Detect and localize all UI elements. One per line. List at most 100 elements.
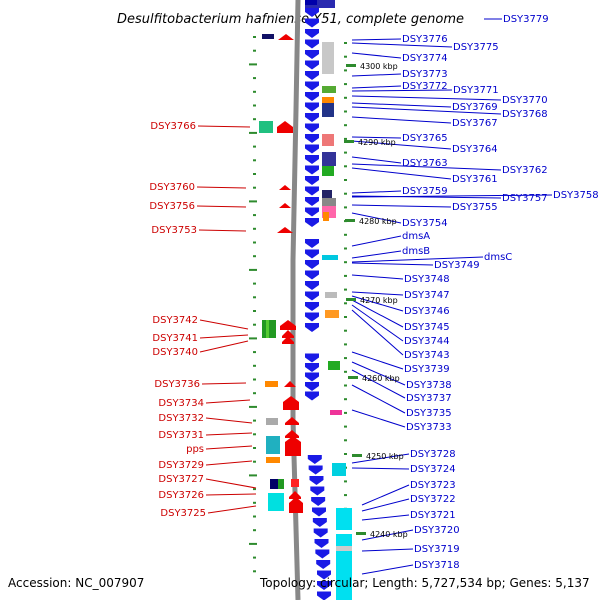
minus-gene-arrow[interactable] — [282, 330, 294, 338]
minus-gene-arrow[interactable] — [283, 396, 299, 410]
gene-label-dsy3767[interactable]: DSY3767 — [452, 118, 498, 129]
minus-gene-domain[interactable] — [259, 121, 273, 133]
gene-label-dsy3734[interactable]: DSY3734 — [158, 398, 204, 409]
plus-gene-arrow[interactable] — [305, 123, 319, 133]
plus-gene-arrow[interactable] — [307, 455, 322, 464]
gene-label-dsy3729[interactable]: DSY3729 — [158, 460, 204, 471]
plus-gene-arrow[interactable] — [305, 60, 319, 70]
plus-gene-arrow[interactable] — [305, 50, 319, 59]
gene-label-dsy3775[interactable]: DSY3775 — [453, 42, 499, 53]
minus-gene-arrow[interactable] — [277, 227, 293, 233]
minus-gene-domain[interactable] — [268, 493, 284, 511]
gene-label-dsy3772[interactable]: DSY3772 — [402, 81, 448, 92]
plus-gene-domain[interactable] — [330, 410, 342, 415]
plus-gene-domain[interactable] — [322, 255, 338, 260]
gene-label-dsy3742[interactable]: DSY3742 — [152, 315, 198, 326]
gene-label-dsy3768[interactable]: DSY3768 — [502, 109, 548, 120]
gene-label-dsy3776[interactable]: DSY3776 — [402, 34, 448, 45]
plus-gene-domain[interactable] — [332, 463, 346, 476]
minus-gene-domain[interactable] — [291, 479, 299, 487]
minus-gene-domain[interactable] — [270, 479, 278, 489]
plus-gene-arrow[interactable] — [305, 39, 319, 49]
plus-gene-arrow[interactable] — [305, 382, 319, 391]
plus-gene-domain[interactable] — [322, 190, 332, 198]
plus-gene-domain[interactable] — [336, 546, 352, 551]
gene-label-dsy3743[interactable]: DSY3743 — [404, 350, 450, 361]
gene-label-dsy3756[interactable]: DSY3756 — [149, 201, 195, 212]
gene-label-dsy3719[interactable]: DSY3719 — [414, 544, 460, 555]
gene-label-dsy3749[interactable]: DSY3749 — [434, 260, 480, 271]
gene-label-dsy3770[interactable]: DSY3770 — [502, 95, 548, 106]
gene-label-dsy3764[interactable]: DSY3764 — [452, 144, 498, 155]
gene-label-title[interactable]: DSY3779 — [503, 14, 549, 25]
gene-label-dsy3741[interactable]: DSY3741 — [152, 333, 198, 344]
gene-label-dsy3735[interactable]: DSY3735 — [406, 408, 452, 419]
plus-gene-domain[interactable] — [322, 198, 336, 206]
minus-gene-arrow[interactable] — [279, 185, 291, 190]
plus-gene-arrow[interactable] — [305, 291, 319, 301]
gene-label-dsy3771[interactable]: DSY3771 — [453, 85, 499, 96]
plus-gene-arrow[interactable] — [317, 591, 331, 600]
gene-label-dsy3738[interactable]: DSY3738 — [406, 380, 452, 391]
minus-gene-arrow[interactable] — [285, 436, 301, 456]
plus-gene-arrow[interactable] — [312, 507, 326, 517]
minus-gene-domain[interactable] — [278, 479, 284, 489]
gene-label-dsy3725[interactable]: DSY3725 — [160, 508, 206, 519]
plus-gene-arrow[interactable] — [305, 71, 319, 80]
minus-gene-domain[interactable] — [266, 457, 280, 463]
plus-gene-arrow[interactable] — [305, 260, 319, 269]
plus-gene-domain[interactable] — [322, 42, 334, 74]
plus-gene-arrow[interactable] — [313, 528, 328, 538]
gene-label-dsy3732[interactable]: DSY3732 — [158, 413, 204, 424]
gene-label-dsy3731[interactable]: DSY3731 — [158, 430, 204, 441]
gene-label-dsy3720[interactable]: DSY3720 — [414, 525, 460, 536]
plus-gene-domain[interactable] — [322, 86, 336, 93]
gene-label-dsy3760[interactable]: DSY3760 — [149, 182, 195, 193]
plus-gene-domain[interactable] — [336, 530, 352, 534]
minus-gene-arrow[interactable] — [278, 34, 294, 40]
plus-gene-arrow[interactable] — [305, 165, 319, 175]
plus-gene-arrow[interactable] — [316, 560, 331, 569]
plus-gene-arrow[interactable] — [305, 239, 319, 248]
plus-gene-arrow[interactable] — [305, 92, 319, 101]
gene-label-dsy3748[interactable]: DSY3748 — [404, 274, 450, 285]
plus-gene-arrow[interactable] — [305, 144, 319, 154]
minus-gene-arrow[interactable] — [289, 491, 301, 499]
gene-label-dsy3757[interactable]: DSY3757 — [502, 193, 548, 204]
minus-gene-domain[interactable] — [266, 418, 278, 425]
gene-label-dmsb[interactable]: dmsB — [402, 246, 430, 257]
plus-gene-arrow[interactable] — [305, 312, 319, 322]
gene-label-dsy3747[interactable]: DSY3747 — [404, 290, 450, 301]
plus-gene-domain[interactable] — [305, 0, 335, 8]
gene-label-dsy3724[interactable]: DSY3724 — [410, 464, 456, 475]
gene-label-dsy3774[interactable]: DSY3774 — [402, 53, 448, 64]
gene-label-dsy3765[interactable]: DSY3765 — [402, 133, 448, 144]
plus-gene-domain[interactable] — [322, 97, 334, 103]
plus-gene-arrow[interactable] — [305, 302, 319, 311]
minus-gene-arrow[interactable] — [289, 497, 303, 513]
minus-gene-domain[interactable] — [265, 381, 278, 387]
gene-label-dsy3733[interactable]: DSY3733 — [406, 422, 452, 433]
minus-gene-arrow[interactable] — [280, 320, 296, 330]
gene-label-dsy3746[interactable]: DSY3746 — [404, 306, 450, 317]
gene-label-dsy3727[interactable]: DSY3727 — [158, 474, 204, 485]
minus-gene-arrow[interactable] — [284, 381, 296, 387]
plus-gene-domain[interactable] — [328, 361, 340, 370]
minus-gene-arrow[interactable] — [279, 203, 291, 208]
gene-label-dsy3755[interactable]: DSY3755 — [452, 202, 498, 213]
minus-gene-arrow[interactable] — [285, 430, 299, 438]
gene-label-dsy3745[interactable]: DSY3745 — [404, 322, 450, 333]
gene-label-dsy3763[interactable]: DSY3763 — [402, 158, 448, 169]
gene-label-dsy3754[interactable]: DSY3754 — [402, 218, 448, 229]
gene-label-dsy3722[interactable]: DSY3722 — [410, 494, 456, 505]
minus-gene-arrow[interactable] — [285, 417, 299, 425]
plus-gene-arrow[interactable] — [317, 570, 331, 580]
gene-label-dsy3773[interactable]: DSY3773 — [402, 69, 448, 80]
plus-gene-arrow[interactable] — [314, 539, 329, 548]
gene-label-dsy3736[interactable]: DSY3736 — [154, 379, 200, 390]
gene-label-dsy3739[interactable]: DSY3739 — [404, 364, 450, 375]
plus-gene-arrow[interactable] — [305, 218, 319, 227]
plus-gene-arrow[interactable] — [305, 249, 319, 259]
gene-label-dsy3723[interactable]: DSY3723 — [410, 480, 456, 491]
plus-gene-arrow[interactable] — [305, 372, 319, 382]
